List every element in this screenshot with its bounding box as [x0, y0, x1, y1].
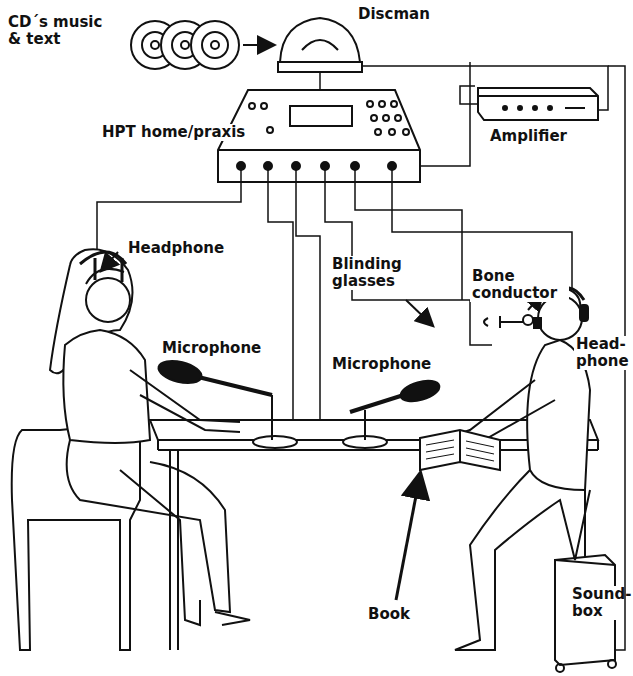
leader-arrows — [102, 252, 542, 600]
cd-discs — [131, 21, 239, 69]
boy-figure — [440, 288, 590, 650]
book-label: Book — [366, 606, 412, 623]
headphone-label: Headphone — [126, 240, 226, 257]
book — [420, 430, 500, 470]
microphone-label: Microphone — [330, 356, 433, 373]
device-label: HPT home/praxis — [100, 124, 247, 141]
soundbox-label: Sound- box — [570, 586, 618, 620]
woman-figure — [12, 249, 250, 650]
hpt-device — [218, 90, 420, 182]
glasses-label: Blinding glasses — [330, 256, 414, 290]
amplifier — [478, 88, 598, 120]
headphone-label: Head- phone — [574, 336, 630, 370]
bone-conductor-label: Bone conductor — [470, 268, 569, 302]
microphone-label: Microphone — [160, 340, 263, 357]
discman — [278, 18, 362, 72]
amplifier-label: Amplifier — [488, 128, 569, 145]
wires — [97, 62, 625, 650]
microphone-left — [156, 357, 297, 448]
discman-label: Discman — [356, 6, 432, 23]
cd-label: CD´s music & text — [6, 14, 110, 48]
